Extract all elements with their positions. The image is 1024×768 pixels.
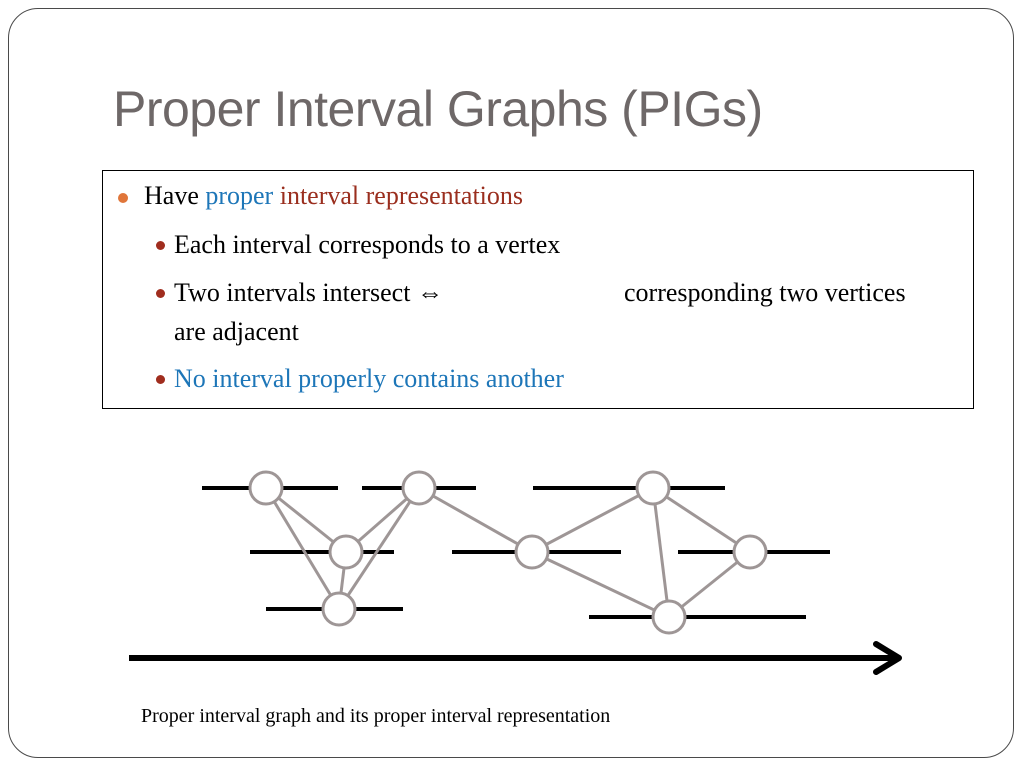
sub-bullet-dot xyxy=(156,241,165,250)
bullet-proper-representation: Have proper interval representations xyxy=(144,181,523,211)
graph-edge xyxy=(652,486,751,554)
sub-bullet-no-containment: No interval properly contains another xyxy=(174,364,564,393)
graph-vertex xyxy=(328,534,364,570)
graph-edge xyxy=(264,487,341,610)
graph-vertices xyxy=(248,470,768,635)
graph-edge xyxy=(337,487,421,610)
slide-title: Proper Interval Graphs (PIGs) xyxy=(113,81,763,137)
sub-bullet-interval-vertex: Each interval corresponds to a vertex xyxy=(174,230,561,259)
graph-edge xyxy=(531,486,654,554)
graph-vertex xyxy=(514,534,550,570)
graph-edge xyxy=(418,486,533,554)
axis-arrow xyxy=(129,641,902,675)
graph-vertex xyxy=(401,470,437,506)
slide-frame xyxy=(8,8,1014,758)
bullet-text-proper: proper xyxy=(205,181,274,210)
graph-vertex xyxy=(635,470,671,506)
graph-edge xyxy=(651,487,671,618)
bullet-text-interval-representations: interval representations xyxy=(279,181,524,210)
sub-bullet-intersect-left: Two intervals intersect ⇔ xyxy=(174,278,443,307)
bullet-dot xyxy=(118,193,128,203)
graph-vertex xyxy=(248,470,284,506)
bullet-box: Have proper interval representations Eac… xyxy=(102,170,974,409)
arrow-head-icon xyxy=(873,641,902,675)
graph-vertex xyxy=(651,599,687,635)
sub-bullet-intersect-right: corresponding two vertices xyxy=(624,278,906,307)
graph-vertex xyxy=(321,591,357,627)
sub-bullet-intersect-continuation: are adjacent xyxy=(174,317,299,346)
sub-bullet-dot xyxy=(156,289,165,298)
graph-edge xyxy=(531,550,670,619)
figure-caption: Proper interval graph and its proper int… xyxy=(141,705,611,727)
graph-vertex xyxy=(732,534,768,570)
sub-bullet-dot xyxy=(156,375,165,384)
bullet-text-prefix: Have xyxy=(144,181,199,210)
